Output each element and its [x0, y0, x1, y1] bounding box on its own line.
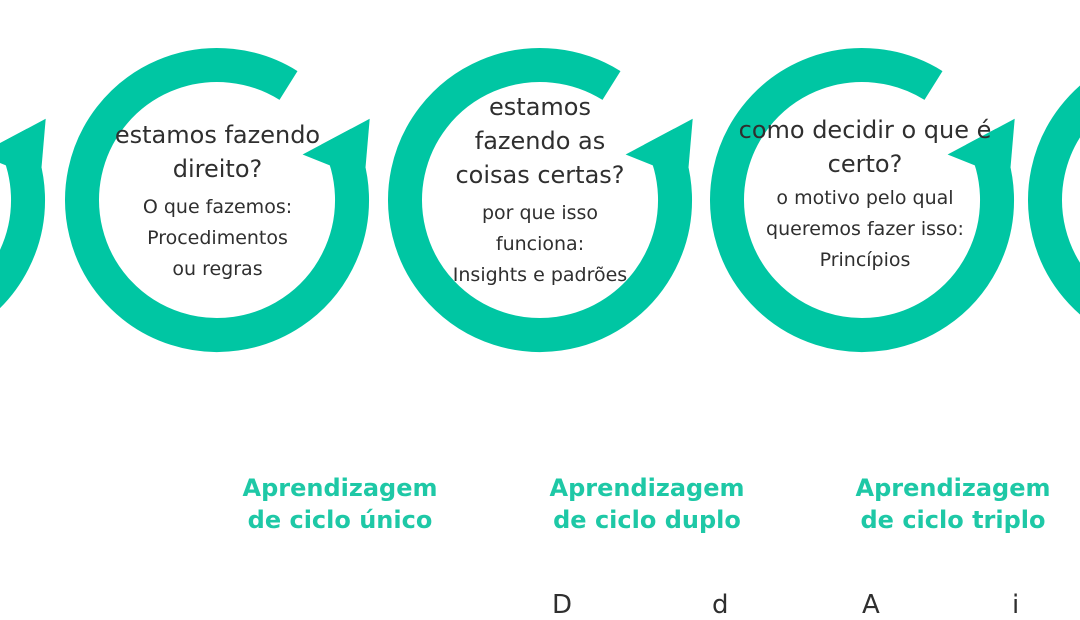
label-triple-loop: Aprendizagem de ciclo triplo	[855, 474, 1051, 534]
loop-1-question: estamos fazendo direito?	[114, 121, 321, 183]
loop-arrowhead-3	[625, 118, 693, 180]
loop-ring-4	[710, 48, 1015, 353]
cutoff-text-2: d	[712, 590, 729, 620]
loop-ring-1	[0, 128, 46, 308]
loop-arrowhead-2	[302, 118, 370, 180]
cutoff-text-3: A	[862, 590, 880, 620]
loop-diagram	[0, 48, 1080, 353]
loop-2-question: estamos fazendo as coisas certas?	[455, 93, 625, 189]
loop-arrowhead-1	[0, 118, 46, 180]
loop-ring-3	[388, 48, 693, 353]
loop-2-text: estamos fazendo as coisas certas? por qu…	[415, 90, 665, 291]
loop-3-question: como decidir o que é certo?	[738, 116, 992, 178]
cutoff-text-1: D	[552, 590, 573, 620]
loop-1-answer: O que fazemos: Procedimentos ou regras	[142, 196, 293, 280]
loop-3-text: como decidir o que é certo? o motivo pel…	[735, 113, 995, 276]
loop-1-text: estamos fazendo direito? O que fazemos: …	[90, 118, 345, 285]
label-double-loop: Aprendizagem de ciclo duplo	[549, 474, 745, 534]
loop-3-answer: o motivo pelo qual queremos fazer isso: …	[766, 187, 964, 271]
loop-rings	[0, 48, 1080, 353]
label-single-loop: Aprendizagem de ciclo único	[242, 474, 438, 534]
loop-ring-5	[1028, 86, 1080, 315]
loop-2-answer: por que isso funciona: Insights e padrõe…	[452, 202, 628, 286]
cutoff-text-4: i	[1012, 590, 1020, 620]
loop-arrowhead-4	[947, 118, 1015, 180]
loop-ring-2	[65, 48, 370, 353]
